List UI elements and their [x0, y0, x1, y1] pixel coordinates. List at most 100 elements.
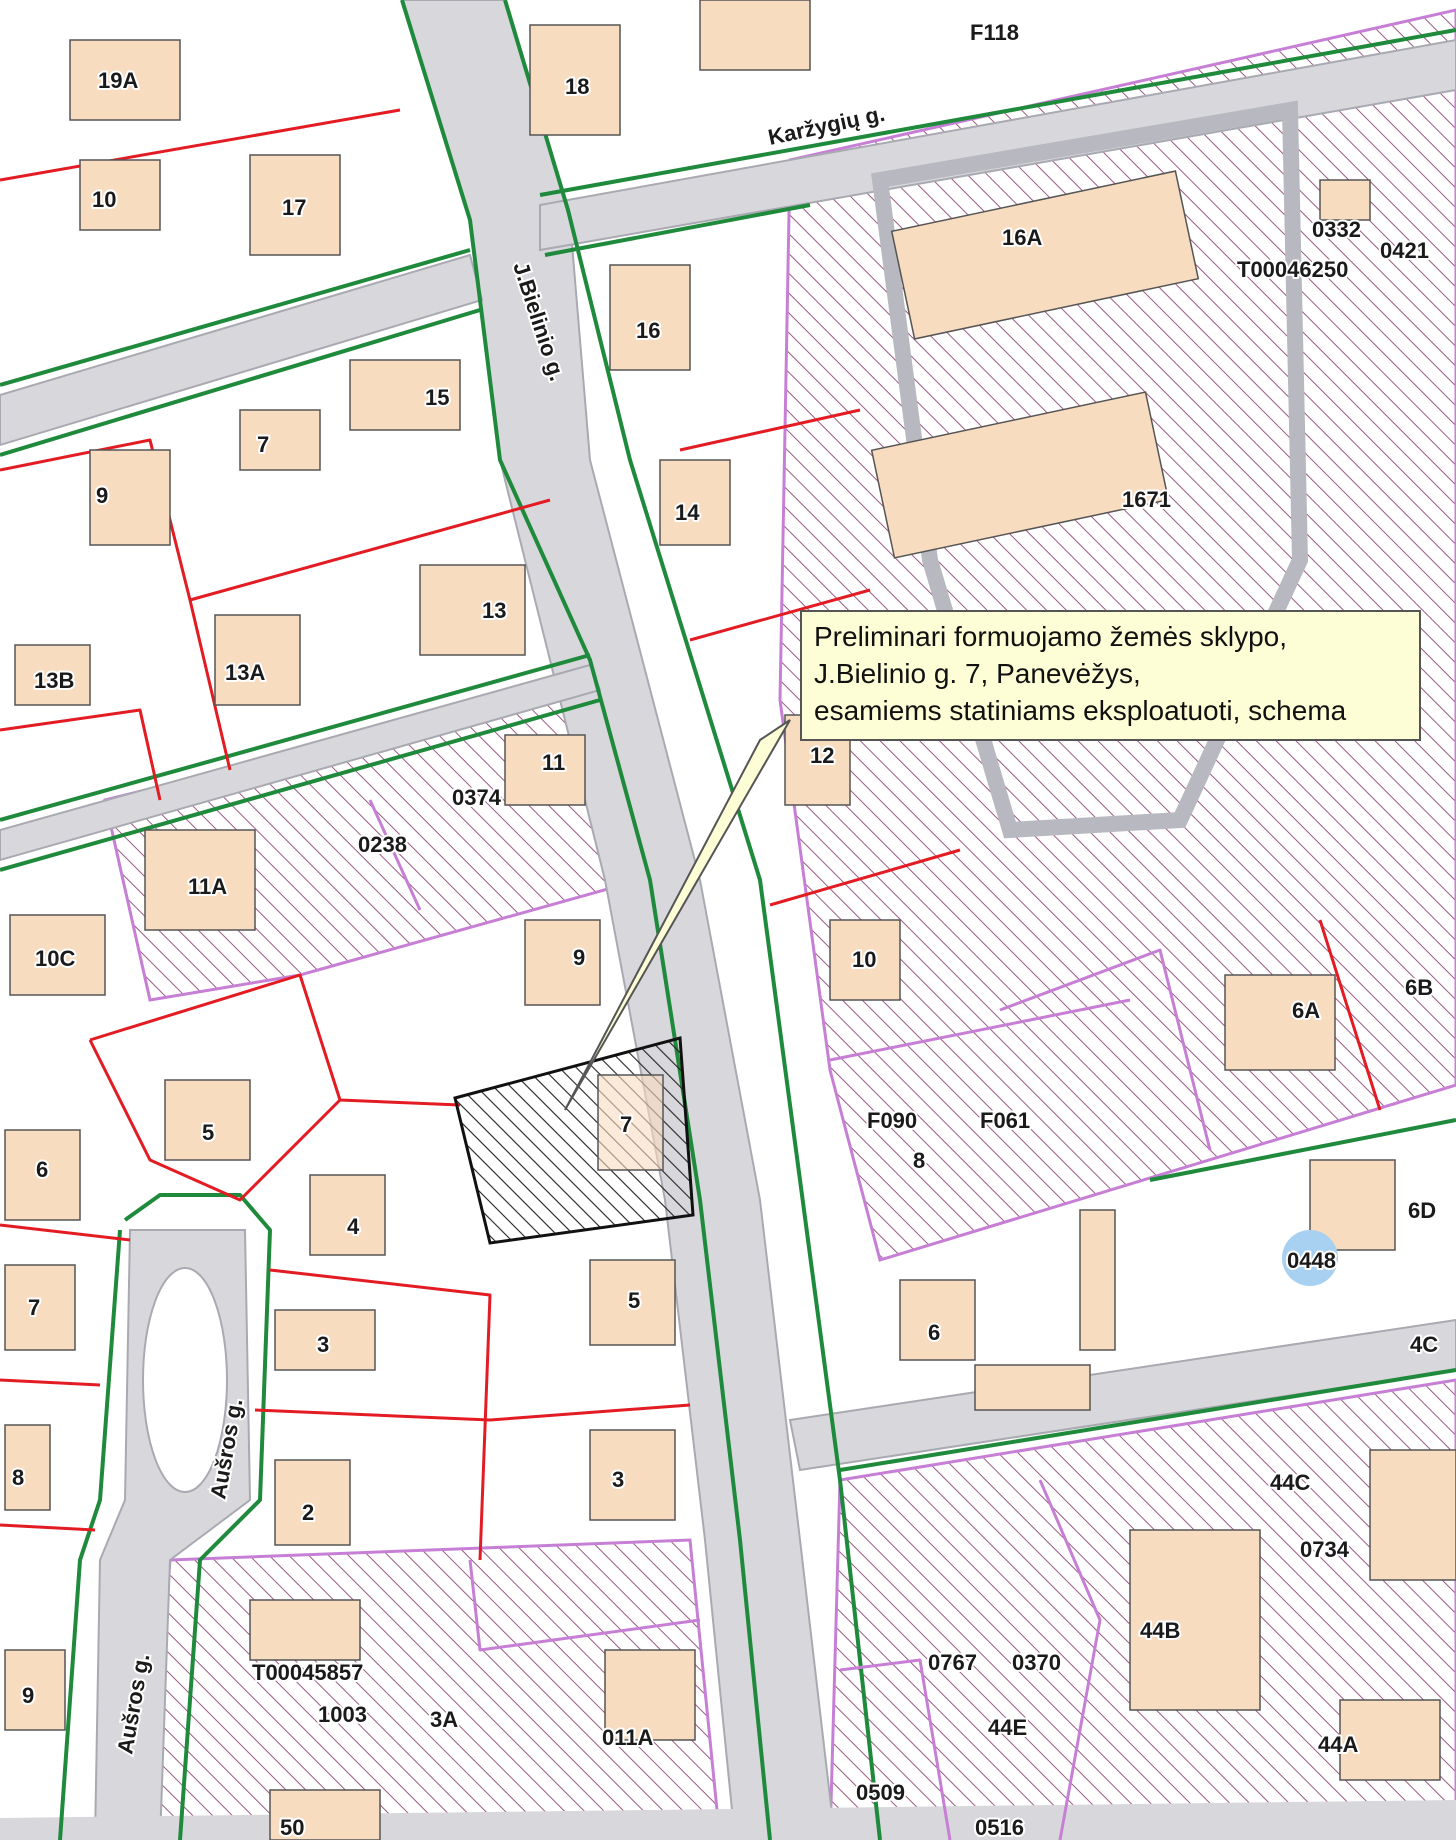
- map-label: 2: [302, 1500, 314, 1525]
- red-boundary-7: [0, 1223, 131, 1242]
- building: [274, 1459, 351, 1546]
- building: [529, 24, 621, 136]
- map-label: F118: [970, 20, 1019, 45]
- map-label: 0516: [975, 1815, 1024, 1840]
- building: [419, 564, 526, 656]
- map-label: 11A: [188, 874, 227, 899]
- red-boundary-6: [88, 1039, 342, 1202]
- road-bielinio: [400, 0, 837, 1840]
- red-boundary-11: [254, 1403, 691, 1422]
- map-label: 0767: [928, 1650, 977, 1675]
- map-label: 19A: [98, 68, 138, 93]
- map-label: 7: [620, 1112, 632, 1137]
- parcel-callout: Preliminari formuojamo žemės sklypo, J.B…: [800, 610, 1421, 741]
- buildings: [4, 0, 1456, 1840]
- building: [609, 264, 691, 371]
- violet-boundary-5: [1038, 1479, 1102, 1840]
- building: [14, 644, 91, 706]
- green-boundary-5: [539, 28, 1456, 197]
- map-label: 3A: [430, 1707, 458, 1732]
- map-label: 10: [852, 947, 876, 972]
- violet-boundary-3: [368, 799, 422, 911]
- green-boundary-se: [839, 1368, 1456, 1472]
- green-boundary-ausros: [123, 1193, 272, 1840]
- campus-path: [871, 100, 1309, 839]
- building: [1129, 1529, 1261, 1711]
- green-boundary-3: [0, 248, 471, 387]
- building: [699, 0, 811, 71]
- subject-building: [597, 1074, 664, 1171]
- building: [269, 1789, 381, 1840]
- map-label: 3: [317, 1332, 329, 1357]
- violet-boundary-2: [829, 998, 1131, 1062]
- building: [524, 919, 601, 1006]
- green-boundary-1: [400, 0, 772, 1840]
- map-label: 6B: [1405, 975, 1433, 1000]
- building: [164, 1079, 251, 1161]
- map-label: 6: [36, 1157, 48, 1182]
- map-label: 13: [482, 598, 506, 623]
- map-label: 7: [28, 1295, 40, 1320]
- map-label: 0421: [1380, 238, 1429, 263]
- building: [9, 914, 106, 996]
- map-label: 12: [810, 743, 834, 768]
- map-label: 50: [280, 1815, 304, 1840]
- map-label: 6A: [1292, 998, 1320, 1023]
- building: [4, 1649, 66, 1731]
- map-label: T00045857: [252, 1660, 363, 1685]
- callout-pointer: [564, 719, 791, 1111]
- building: [829, 919, 901, 1001]
- green-boundary-8: [0, 698, 601, 872]
- green-boundary-se2: [1149, 1118, 1456, 1182]
- building: [4, 1264, 76, 1351]
- green-boundary-4: [0, 308, 481, 457]
- building: [589, 1259, 676, 1346]
- map-label: 16A: [1002, 225, 1042, 250]
- map-label: 0509: [856, 1780, 905, 1805]
- building: [79, 159, 161, 231]
- map-label: 44A: [1318, 1732, 1358, 1757]
- map-label: 1003: [318, 1702, 367, 1727]
- red-boundary-10: [269, 1268, 492, 1561]
- violet-boundary-1: [999, 948, 1212, 1151]
- subject-parcel: [453, 1036, 695, 1245]
- map-label: 8: [12, 1465, 24, 1490]
- building: [1369, 1449, 1456, 1581]
- callout-line-1: Preliminari formuojamo žemės sklypo,: [814, 621, 1288, 652]
- red-boundary-12: [679, 408, 861, 452]
- map-label: 16: [636, 318, 660, 343]
- map-label: 4: [347, 1214, 360, 1239]
- map-label: 0332: [1312, 217, 1361, 242]
- map-label: 15: [425, 385, 449, 410]
- building: [589, 1429, 676, 1521]
- map-label: 14: [675, 500, 700, 525]
- map-label: 44C: [1270, 1470, 1310, 1495]
- building: [309, 1174, 386, 1256]
- map-label: 13A: [225, 660, 265, 685]
- map-label: 8: [913, 1148, 925, 1173]
- building: [890, 170, 1200, 340]
- map-label: 0370: [1012, 1650, 1061, 1675]
- red-boundary-8: [0, 1378, 101, 1387]
- building: [659, 459, 731, 546]
- building: [1339, 1699, 1441, 1781]
- building: [144, 829, 256, 931]
- map-label: F090: [867, 1108, 917, 1133]
- green-boundary-7: [0, 653, 591, 822]
- map-label: 5: [628, 1288, 640, 1313]
- red-boundary-9: [0, 1523, 96, 1532]
- water-feature: [1282, 1230, 1338, 1286]
- road-karzygiu: [539, 38, 1456, 252]
- map-label: 9: [96, 483, 108, 508]
- map-label: 1671: [1122, 487, 1171, 512]
- map-label: 6: [928, 1320, 940, 1345]
- red-boundary-3: [189, 498, 551, 602]
- map-label: 0448: [1287, 1248, 1336, 1273]
- map-label: 11: [542, 750, 565, 775]
- map-label: 7: [257, 432, 269, 457]
- green-boundary-2: [503, 0, 882, 1840]
- map-label: 18: [565, 74, 589, 99]
